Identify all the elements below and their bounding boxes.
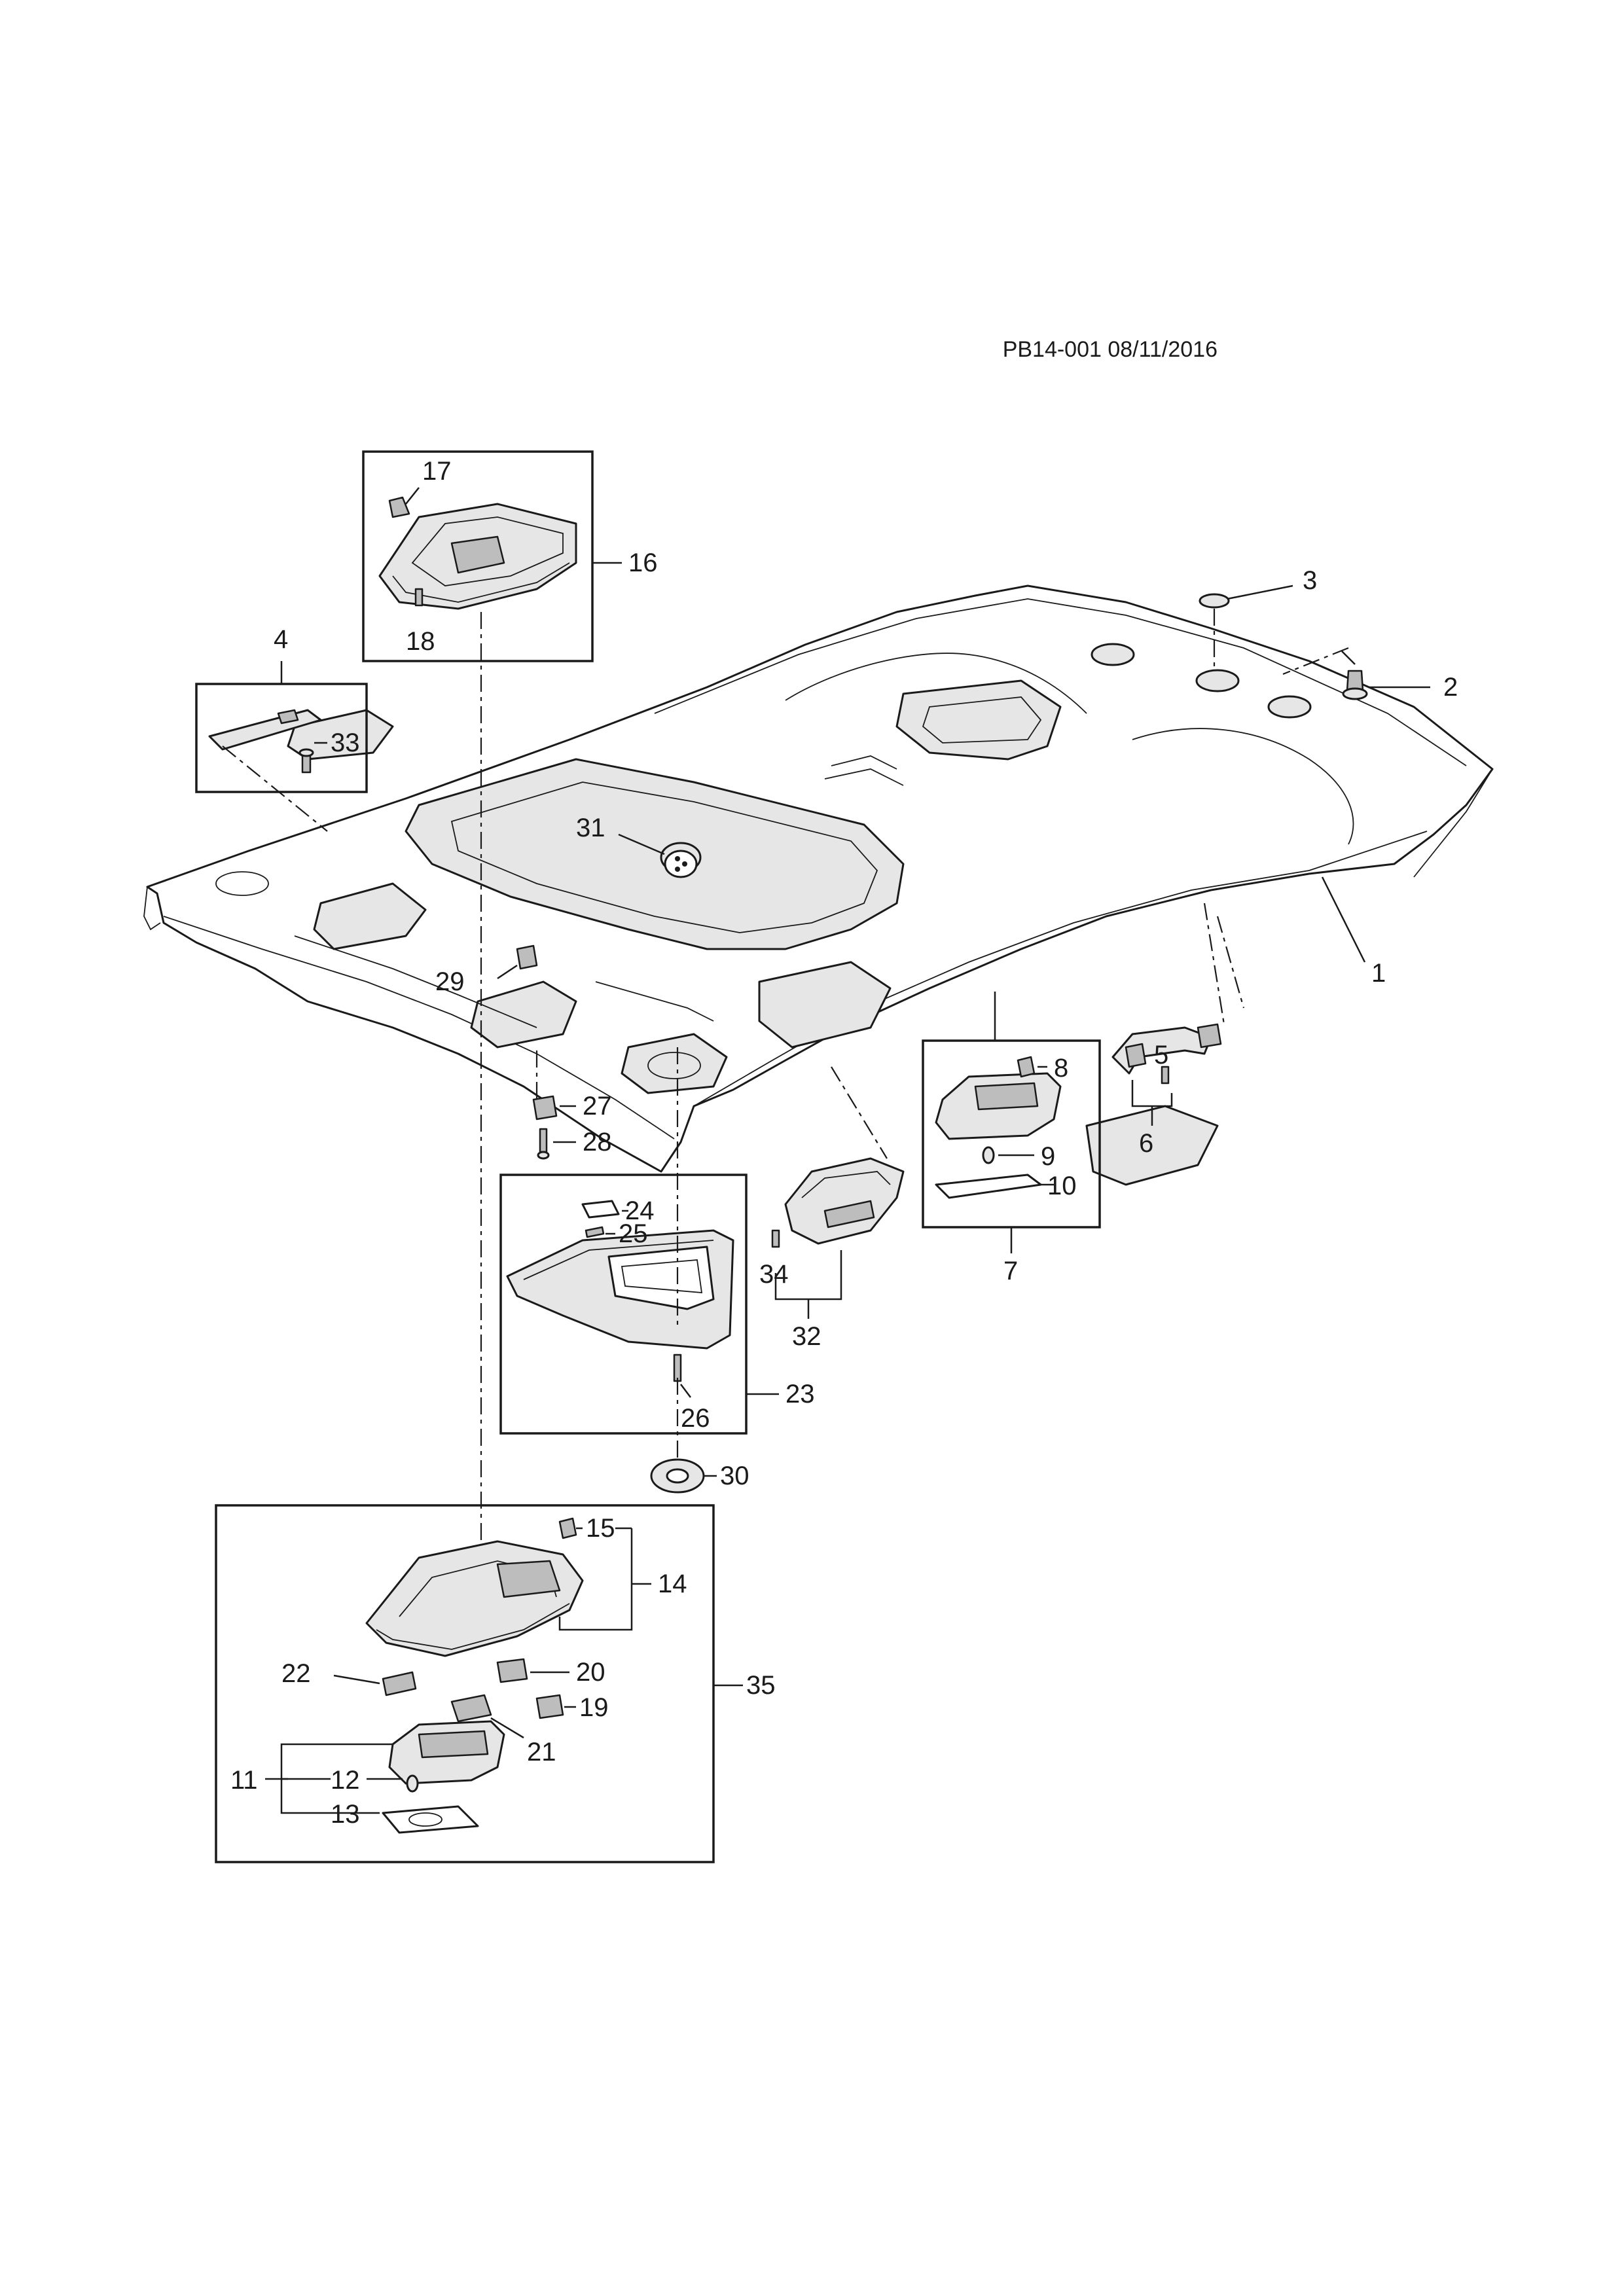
callout-11: 11 <box>230 1766 258 1795</box>
front-overhead-console <box>365 1540 584 1657</box>
callout-10: 10 <box>1047 1172 1077 1200</box>
callout-27: 27 <box>583 1092 612 1121</box>
sun-visor <box>506 1229 734 1350</box>
switch-onstar <box>450 1694 492 1723</box>
callout-4: 4 <box>274 625 288 654</box>
callout-35: 35 <box>746 1671 776 1700</box>
reading-lamp-lens <box>382 1805 479 1834</box>
callout-25: 25 <box>619 1219 648 1248</box>
headliner-panel <box>143 584 1494 1186</box>
visor-bracket <box>532 1095 558 1121</box>
callout-21: 21 <box>527 1738 556 1767</box>
switch-cover <box>382 1671 417 1696</box>
callout-24: 24 <box>625 1196 655 1225</box>
callout-1: 1 <box>1371 959 1386 988</box>
callout-29: 29 <box>435 967 465 996</box>
switch-sunroof <box>496 1658 528 1683</box>
callout-2: 2 <box>1443 673 1458 702</box>
rear-console-clip <box>388 496 410 518</box>
visor-escutcheon <box>650 1458 705 1494</box>
callout-28: 28 <box>583 1128 612 1157</box>
callout-30: 30 <box>720 1462 749 1490</box>
sunroof-label-sticker <box>664 850 698 878</box>
callout-23: 23 <box>785 1380 815 1408</box>
callout-16: 16 <box>628 548 658 577</box>
coat-hook <box>208 709 322 751</box>
assist-handle-screw <box>771 1229 780 1248</box>
front-assist-handle <box>784 1157 905 1245</box>
sun-visor-box <box>499 1174 748 1435</box>
rear-assist-handle-screw <box>1161 1066 1170 1085</box>
callout-13: 13 <box>331 1800 360 1829</box>
visor-bracket-screw <box>537 1128 550 1160</box>
callout-32: 32 <box>792 1322 821 1351</box>
callout-20: 20 <box>576 1658 605 1687</box>
callout-14: 14 <box>658 1570 687 1598</box>
callout-34: 34 <box>759 1260 789 1289</box>
dome-lamp-bulb <box>982 1146 995 1164</box>
rear-console-box <box>362 450 594 662</box>
visor-lamp-bulb <box>585 1226 605 1238</box>
callout-8: 8 <box>1054 1054 1068 1083</box>
callout-26: 26 <box>681 1404 710 1433</box>
callout-15: 15 <box>586 1514 615 1543</box>
front-console-clip <box>558 1517 577 1539</box>
callout-6: 6 <box>1139 1129 1153 1158</box>
coat-hook-screw <box>298 748 314 774</box>
callout-17: 17 <box>422 457 452 486</box>
headliner-clip <box>1199 593 1230 609</box>
reading-lamp-bulb <box>406 1774 419 1793</box>
visor-retainer-clip <box>516 944 538 970</box>
dome-lamp-lens <box>935 1174 1042 1199</box>
front-console-box <box>215 1504 715 1863</box>
visor-screw <box>673 1354 682 1382</box>
callout-18: 18 <box>406 627 435 656</box>
rear-assist-handle <box>1111 1023 1222 1075</box>
reading-lamp-housing <box>388 1720 505 1785</box>
document-reference: PB14-001 08/11/2016 <box>1003 337 1218 362</box>
callout-22: 22 <box>281 1659 311 1688</box>
rear-overhead-console <box>378 503 577 610</box>
dome-lamp-clip <box>1017 1056 1036 1078</box>
vanity-mirror-cover <box>581 1200 620 1219</box>
callout-9: 9 <box>1041 1142 1055 1171</box>
callout-5: 5 <box>1154 1041 1168 1069</box>
rear-console-screw <box>414 588 424 607</box>
switch-lamp <box>535 1694 564 1719</box>
callout-12: 12 <box>331 1766 360 1795</box>
callout-33: 33 <box>331 728 360 757</box>
dome-lamp-housing <box>935 1072 1062 1140</box>
callout-31: 31 <box>576 814 605 842</box>
callout-19: 19 <box>579 1693 609 1722</box>
callout-7: 7 <box>1003 1257 1018 1285</box>
callout-3: 3 <box>1303 566 1317 595</box>
headliner-screw <box>1342 670 1368 700</box>
